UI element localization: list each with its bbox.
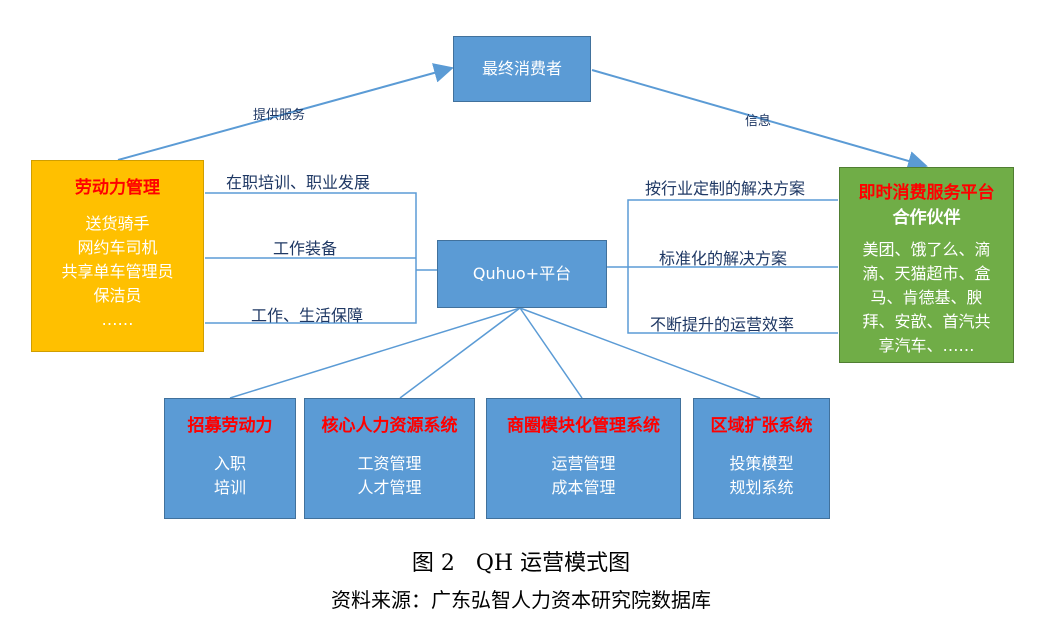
label-standard-solution: 标准化的解决方案 [659, 249, 788, 268]
hr-item: 工资管理 [357, 454, 422, 473]
node-labor: 劳动力管理 送货骑手 网约车司机 共享单车管理员 保洁员 …… [31, 160, 204, 352]
region-item: 规划系统 [729, 478, 794, 497]
partner-item: 滴、天猫超市、盒 [862, 264, 991, 283]
label-equipment: 工作装备 [273, 239, 338, 258]
module-title: 商圈模块化管理系统 [507, 416, 660, 436]
node-consumer: 最终消费者 [453, 36, 591, 102]
recruit-item: 培训 [213, 478, 246, 497]
hr-title: 核心人力资源系统 [321, 416, 458, 436]
labor-title: 劳动力管理 [75, 178, 160, 198]
node-recruit: 招募劳动力 入职 培训 [164, 398, 296, 519]
figure-source: 资料来源：广东弘智人力资本研究院数据库 [331, 588, 711, 612]
partner-item: 拜、安歆、首汽共 [862, 312, 991, 331]
node-module: 商圈模块化管理系统 运营管理 成本管理 [486, 398, 681, 519]
recruit-item: 入职 [213, 454, 246, 473]
labor-item: 保洁员 [93, 286, 142, 305]
node-hr: 核心人力资源系统 工资管理 人才管理 [304, 398, 475, 519]
node-partner: 即时消费服务平台 合作伙伴 美团、饿了么、滴 滴、天猫超市、盒 马、肯德基、腴 … [839, 167, 1014, 363]
module-item: 运营管理 [551, 454, 616, 473]
node-platform: Quhuo+平台 [437, 240, 607, 308]
label-custom-solution: 按行业定制的解决方案 [645, 179, 806, 198]
partner-item: 马、肯德基、腴 [870, 288, 983, 307]
region-item: 投策模型 [729, 454, 794, 473]
labor-item: 送货骑手 [85, 214, 150, 233]
labor-item: …… [101, 310, 134, 329]
partner-subtitle: 合作伙伴 [892, 208, 961, 228]
label-security: 工作、生活保障 [251, 306, 364, 325]
partner-item: 美团、饿了么、滴 [862, 240, 991, 259]
module-item: 成本管理 [551, 478, 616, 497]
label-training: 在职培训、职业发展 [226, 173, 371, 192]
labor-item: 共享单车管理员 [61, 262, 174, 281]
labor-item: 网约车司机 [77, 238, 158, 257]
edge-provide-service [117, 63, 454, 161]
edge-info [591, 69, 928, 171]
recruit-title: 招募劳动力 [187, 416, 273, 436]
label-info: 信息 [745, 114, 772, 129]
label-provide-service: 提供服务 [253, 108, 306, 123]
node-region: 区域扩张系统 投策模型 规划系统 [693, 398, 830, 519]
hr-item: 人才管理 [357, 478, 422, 497]
region-title: 区域扩张系统 [710, 416, 813, 436]
partner-item: 享汽车、…… [878, 336, 975, 355]
figure-caption: 图 2 QH 运营模式图 [411, 551, 631, 576]
label-efficiency: 不断提升的运营效率 [650, 315, 795, 334]
partner-title: 即时消费服务平台 [858, 183, 995, 203]
